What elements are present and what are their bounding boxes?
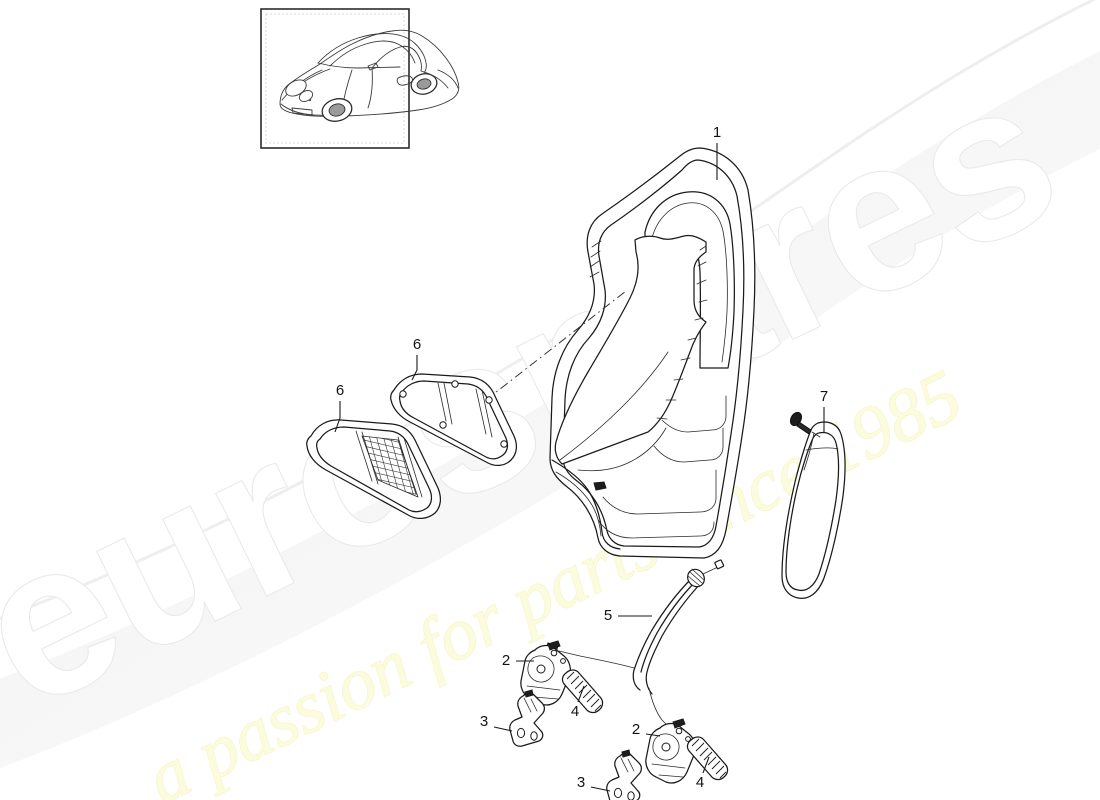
- callout-4-lower: 4: [696, 756, 710, 791]
- callout-1: 1: [713, 124, 721, 180]
- part-grille-insert-right: [390, 373, 518, 467]
- callout-2-lower: 2: [632, 721, 661, 738]
- callout-4-upper: 4: [571, 685, 585, 720]
- part-hinge-lower: [606, 749, 642, 800]
- part-lock-upper: [520, 640, 571, 706]
- callout-2-upper-label: 2: [502, 652, 510, 669]
- part-trim-cover: [781, 411, 846, 599]
- callout-3-lower: 3: [577, 774, 611, 792]
- callout-6-right-label: 6: [413, 336, 421, 353]
- callout-6-right: 6: [411, 336, 421, 381]
- part-grille-insert-left: [306, 419, 442, 520]
- callout-4-lower-label: 4: [696, 774, 704, 791]
- part-spring-lower: [686, 736, 729, 781]
- callout-6-left: 6: [334, 382, 344, 433]
- callout-1-label: 1: [713, 124, 721, 141]
- callout-5-label: 5: [604, 607, 612, 624]
- vehicle-illustration: [260, 8, 460, 149]
- cable-ferrule: [687, 559, 725, 588]
- callout-7: 7: [820, 388, 828, 432]
- callout-2-upper: 2: [502, 652, 534, 669]
- trim-cover-screw: [789, 411, 821, 438]
- part-release-cable: [545, 559, 725, 742]
- part-backrest-frame: [549, 147, 756, 559]
- callout-3-lower-label: 3: [577, 774, 585, 791]
- callout-3-upper-label: 3: [480, 713, 488, 730]
- part-hinge-upper: [509, 689, 545, 747]
- callout-7-label: 7: [820, 388, 828, 405]
- callout-4-upper-label: 4: [571, 703, 579, 720]
- callout-3-upper: 3: [480, 713, 513, 732]
- vehicle-body: [279, 29, 460, 122]
- part-lock-lower: [645, 718, 696, 784]
- callout-6-left-label: 6: [336, 382, 344, 399]
- callout-5: 5: [604, 607, 652, 624]
- callout-2-lower-label: 2: [632, 721, 640, 738]
